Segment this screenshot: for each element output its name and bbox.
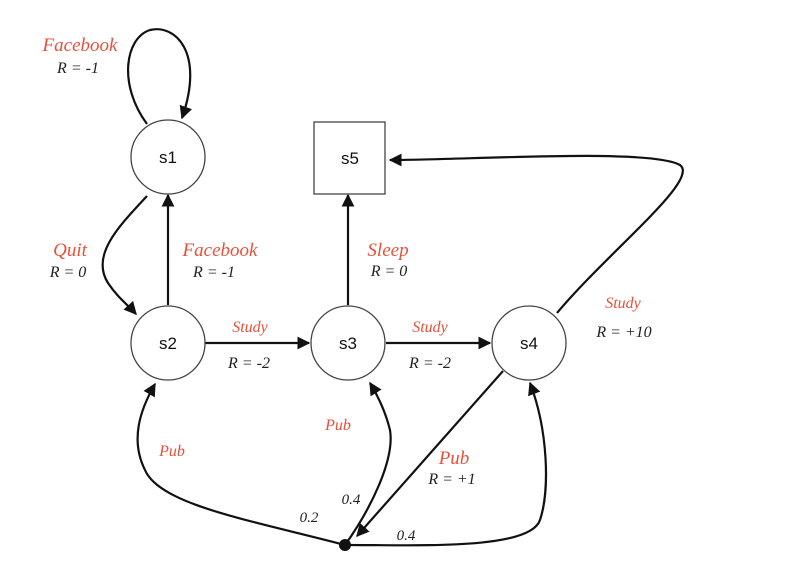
reward-label-s2-to-s3: R = -2 xyxy=(227,355,270,372)
reward-label-s3-to-s5: R = 0 xyxy=(370,263,408,280)
action-label-s4-to-s5: Study xyxy=(605,295,641,312)
node-label-s1: s1 xyxy=(159,148,177,167)
reward-label-s4-pub: R = +1 xyxy=(427,471,475,488)
action-label-s1-self: Facebook xyxy=(42,35,118,56)
node-label-s5: s5 xyxy=(341,149,359,168)
edge-s4-to-chance xyxy=(356,370,504,537)
node-label-s3: s3 xyxy=(339,334,357,353)
action-label-s4-pub: Pub xyxy=(438,448,470,469)
edge-chance-to-s3 xyxy=(344,381,392,546)
reward-label-s1-to-s2: R = 0 xyxy=(49,264,87,281)
state-node-s4: s4 xyxy=(491,305,567,381)
action-label-s2-pub: Pub xyxy=(158,443,185,460)
action-label-s3-pub: Pub xyxy=(324,417,351,434)
node-label-s2: s2 xyxy=(159,334,177,353)
edge-s1-self-loop xyxy=(127,28,192,125)
state-node-s5: s5 xyxy=(313,121,386,195)
state-node-s1: s1 xyxy=(130,119,206,195)
node-label-s4: s4 xyxy=(520,334,538,353)
edge-chance-to-s4 xyxy=(344,381,548,547)
state-node-s2: s2 xyxy=(130,305,206,381)
reward-label-s4-to-s5: R = +10 xyxy=(595,324,651,341)
action-label-s1-to-s2: Quit xyxy=(53,240,88,261)
prob-label-to-s2: 0.2 xyxy=(300,510,319,526)
action-label-s3-to-s4: Study xyxy=(412,319,448,336)
state-node-s3: s3 xyxy=(310,305,386,381)
prob-label-to-s4: 0.4 xyxy=(397,528,416,544)
reward-label-s1-self: R = -1 xyxy=(56,60,99,77)
edge-s1-to-s2 xyxy=(101,195,148,315)
reward-label-s2-to-s1: R = -1 xyxy=(192,264,235,281)
prob-label-to-s3: 0.4 xyxy=(342,492,361,508)
action-label-s2-to-s3: Study xyxy=(232,319,268,336)
chance-node-dot xyxy=(339,539,351,551)
action-label-s3-to-s5: Sleep xyxy=(367,240,408,261)
reward-label-s3-to-s4: R = -2 xyxy=(408,355,451,372)
action-label-s2-to-s1: Facebook xyxy=(182,240,258,261)
edge-s4-to-s5 xyxy=(388,153,684,314)
edge-chance-to-s2 xyxy=(136,382,346,547)
